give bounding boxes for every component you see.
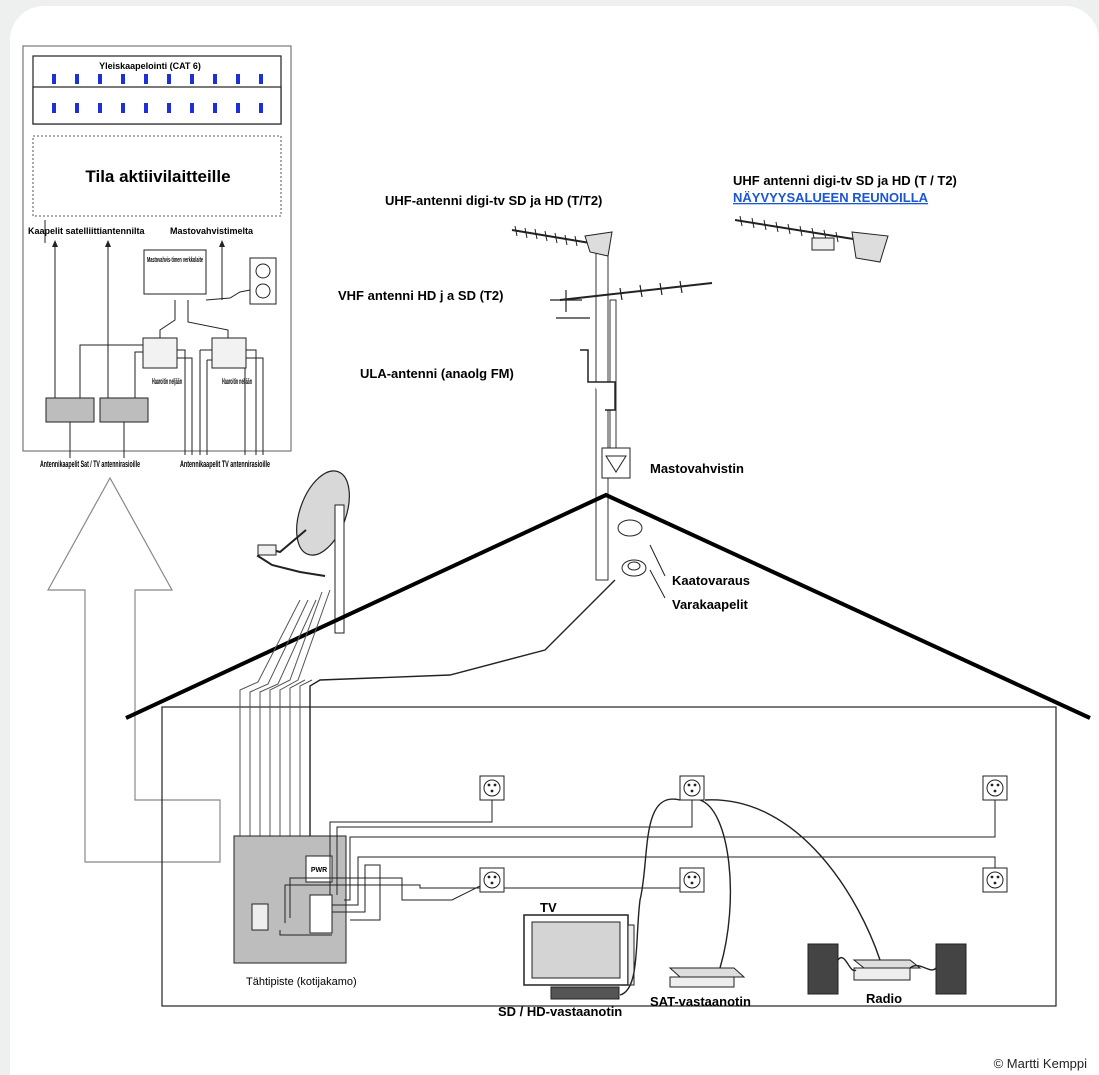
up-arrow: [46, 476, 221, 863]
antenna-socket: [982, 867, 1008, 893]
active-space-label: Tila aktiivilaitteille: [85, 167, 230, 186]
antenna-socket: [679, 775, 705, 801]
antenna-socket: [679, 867, 705, 893]
cat6-port: [236, 74, 240, 84]
cat6-port: [144, 103, 148, 113]
sd-hd-receiver-label: SD / HD-vastaanotin: [498, 1004, 622, 1019]
splitter-2-label: Haaroitin neljään: [222, 377, 252, 386]
sat-cables-label: Kaapelit satelliittiantennilta: [28, 226, 146, 236]
mast-amp-cables-label: Mastovahvistimelta: [170, 226, 254, 236]
cat6-port: [236, 103, 240, 113]
antenna-socket: [982, 775, 1008, 801]
splitter-1-label: Haaroitin neljään: [152, 377, 182, 386]
uhf-label: UHF-antenni digi-tv SD ja HD (T/T2): [385, 193, 602, 208]
drip-loop-label: Kaatovaraus: [672, 573, 750, 588]
psu-label-1: Mastovahvis-timen verkkolaite: [147, 257, 203, 264]
cat6-port: [213, 103, 217, 113]
tv-label: TV: [540, 900, 557, 915]
cat6-port: [144, 74, 148, 84]
cat6-port: [121, 74, 125, 84]
vhf-label: VHF antenni HD j a SD (T2): [338, 288, 503, 303]
antenna-sockets: [479, 775, 1008, 893]
cat6-port: [213, 74, 217, 84]
cat6-ports: [52, 74, 263, 113]
tv-outputs-label: Antennikaapelit TV antennirasioille: [180, 459, 270, 469]
ula-label: ULA-antenni (anaolg FM): [360, 366, 514, 381]
mast-amp-label: Mastovahvistin: [650, 461, 744, 476]
antenna-mast: UHF-antenni digi-tv SD ja HD (T/T2) UHF …: [338, 173, 957, 612]
cat6-port: [121, 103, 125, 113]
cat6-port: [167, 103, 171, 113]
spare-cables-label: Varakaapelit: [672, 597, 749, 612]
copyright: © Martti Kemppi: [993, 1056, 1087, 1071]
antenna-socket: [479, 867, 505, 893]
cat6-panel-title: Yleiskaapelointi (CAT 6): [99, 61, 201, 71]
sat-receiver-label: SAT-vastaanotin: [650, 994, 751, 1009]
radio-label: Radio: [866, 991, 902, 1006]
cat6-port: [98, 103, 102, 113]
cat6-port: [259, 74, 263, 84]
uhf-edge-link[interactable]: NÄYVYYSALUEEN REUNOILLA: [733, 190, 929, 205]
antenna-socket: [479, 775, 505, 801]
cat6-port: [259, 103, 263, 113]
psu-box-label: PWR: [311, 867, 327, 874]
star-point-label: Tähtipiste (kotijakamo): [246, 976, 357, 988]
cat6-port: [167, 74, 171, 84]
cat6-port: [75, 103, 79, 113]
sat-tv-outputs-label: Antennikaapelit Sat / TV antennirasioill…: [40, 459, 140, 469]
cat6-port: [75, 74, 79, 84]
cat6-port: [52, 103, 56, 113]
cabinet: Yleiskaapelointi (CAT 6) Tila aktiivilai…: [22, 45, 292, 469]
house: PWR Tähtipiste (kotijakamo) TV SD / HD-v…: [125, 492, 1091, 1019]
satellite-dish: [256, 470, 350, 634]
cat6-port: [52, 74, 56, 84]
cat6-port: [190, 103, 194, 113]
uhf-edge-title: UHF antenni digi-tv SD ja HD (T / T2): [733, 173, 957, 188]
cat6-port: [98, 74, 102, 84]
cat6-port: [190, 74, 194, 84]
